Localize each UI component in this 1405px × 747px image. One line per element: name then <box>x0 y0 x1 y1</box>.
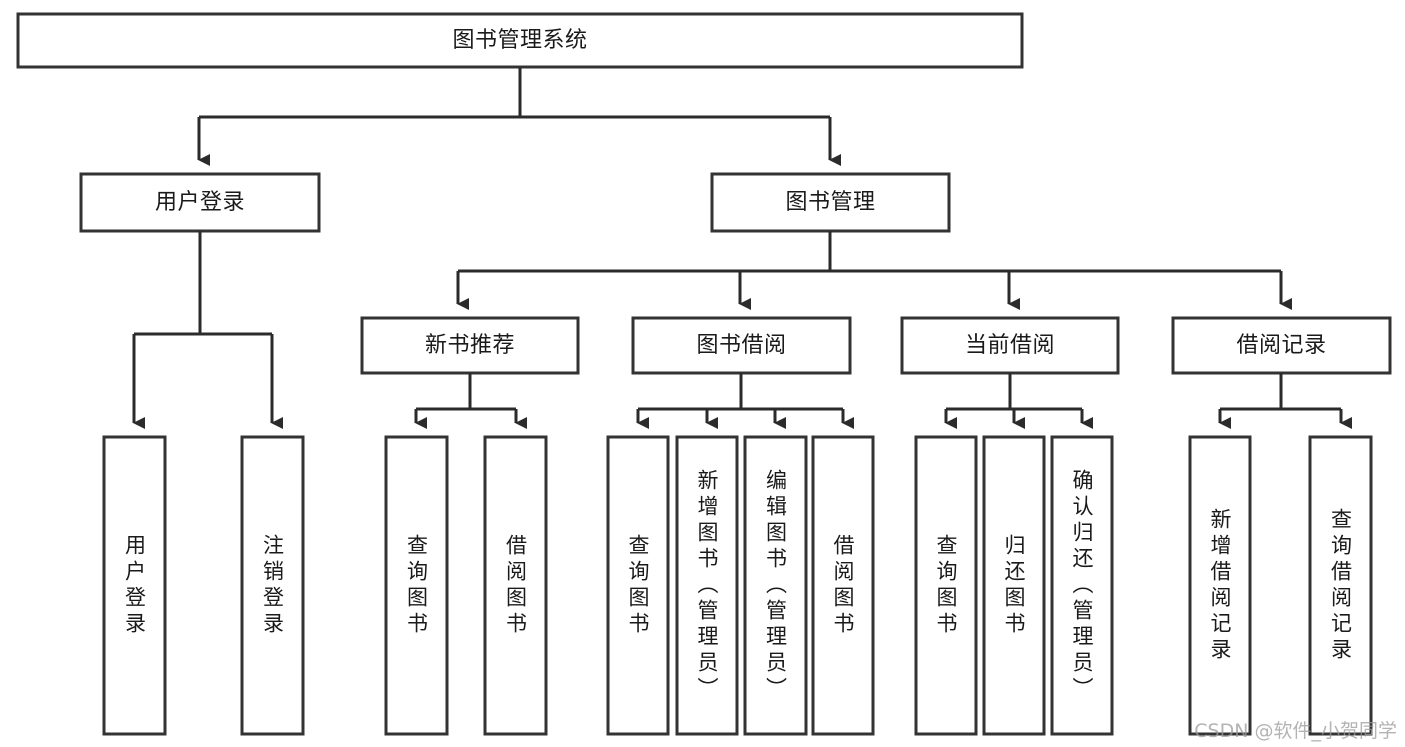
node-box-book-borrow[interactable] <box>631 316 852 375</box>
node-box-leaf-query-book-1[interactable] <box>384 435 449 736</box>
node-box-leaf-borrow-book-1[interactable] <box>483 435 548 736</box>
node-box-leaf-add-book[interactable] <box>675 435 739 736</box>
node-box-leaf-return-book[interactable] <box>982 435 1046 736</box>
node-box-new-book-recommend[interactable] <box>360 316 580 375</box>
node-box-book-manage[interactable] <box>710 172 951 233</box>
node-box-leaf-add-record[interactable] <box>1188 435 1252 736</box>
node-box-current-borrow[interactable] <box>900 316 1120 375</box>
node-box-leaf-edit-book[interactable] <box>743 435 808 736</box>
node-box-leaf-user-logout[interactable] <box>240 435 305 736</box>
node-box-leaf-query-book-2[interactable] <box>606 435 670 736</box>
node-box-leaf-confirm-return[interactable] <box>1050 435 1114 736</box>
node-box-leaf-query-record[interactable] <box>1308 435 1373 736</box>
node-box-user-login[interactable] <box>79 172 321 233</box>
node-box-root[interactable] <box>16 12 1024 69</box>
node-box-borrow-record[interactable] <box>1171 316 1392 375</box>
node-box-leaf-user-login[interactable] <box>102 435 167 736</box>
node-box-leaf-borrow-book-2[interactable] <box>811 435 875 736</box>
node-box-leaf-query-book-3[interactable] <box>914 435 978 736</box>
